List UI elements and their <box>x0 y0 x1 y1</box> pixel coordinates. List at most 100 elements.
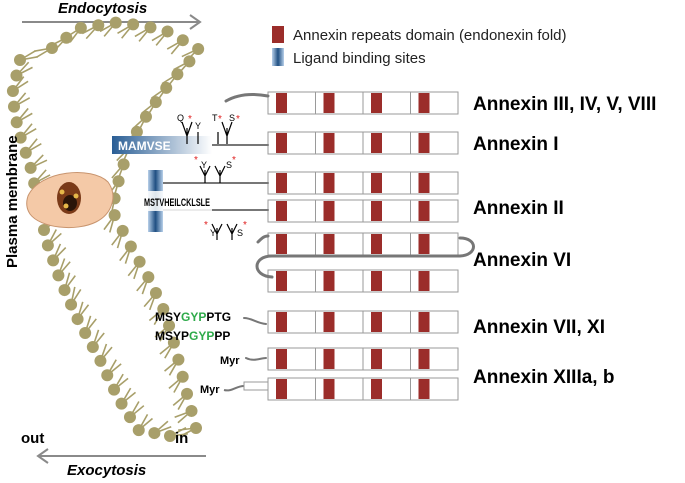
annexin7-sequence-1: MSYGYPPTG <box>155 310 231 324</box>
annexin-core-bar <box>267 171 459 195</box>
repeat-segment <box>315 131 364 155</box>
lipid-head <box>123 411 136 424</box>
annexin-repeat-domain <box>276 93 287 113</box>
plasma-membrane-label: Plasma membrane <box>4 135 21 268</box>
residue-s2: S <box>226 160 232 170</box>
annexin13b-extension <box>243 381 269 391</box>
annexin6-phospho-branches <box>211 223 238 240</box>
annexin-repeat-domain <box>418 201 430 221</box>
lipid-head <box>176 34 189 47</box>
lipid-head <box>19 146 32 159</box>
repeat-segment <box>410 171 459 195</box>
lipid-head <box>108 209 121 222</box>
lipid-head <box>185 404 198 417</box>
lipid-head <box>116 224 129 237</box>
phospho-star: * <box>204 220 208 231</box>
repeat-segment <box>315 171 364 195</box>
lipid-head <box>132 424 145 437</box>
lipid-head <box>163 319 176 332</box>
myr-label-a: Myr <box>220 355 240 367</box>
lipid-head <box>86 340 99 353</box>
annexin6-tail <box>256 234 270 244</box>
annexin-repeat-domain <box>418 349 430 369</box>
annexin-repeat-domain <box>276 271 287 291</box>
annexin-repeat-domain <box>323 133 335 153</box>
repeat-segment <box>410 131 459 155</box>
lipid-head <box>108 383 121 396</box>
annexin1-sequence: MAMVSE <box>118 139 171 153</box>
legend-repeat-swatch <box>272 26 284 43</box>
legend-ligand-swatch <box>272 48 284 66</box>
annexin-core-bar <box>267 377 459 401</box>
repeat-segment <box>362 377 411 401</box>
lipid-head <box>52 269 65 282</box>
repeat-segment <box>267 131 316 155</box>
annexin2-phospho-branches <box>199 165 226 183</box>
phospho-star: * <box>232 155 236 166</box>
annexin-repeat-domain <box>371 201 382 221</box>
annexin-repeat-domain <box>323 93 335 113</box>
annexin-repeat-domain <box>418 271 430 291</box>
exocytosis-label: Exocytosis <box>67 462 146 479</box>
lipid-head <box>167 336 180 349</box>
repeat-segment <box>362 91 411 115</box>
lipid-head <box>24 161 37 174</box>
repeat-segment <box>362 232 411 256</box>
phospho-star: * <box>188 114 192 125</box>
annexin-repeat-domain <box>276 234 287 254</box>
lipid-bilayer <box>6 16 205 442</box>
lipid-head <box>41 239 54 252</box>
annexin-repeat-domain <box>418 379 430 399</box>
annexin-core-bar <box>267 310 459 334</box>
annexin-repeat-domain <box>371 173 382 193</box>
annexin-core-bar <box>267 199 459 223</box>
annexin13a-tail <box>245 357 267 361</box>
repeat-segment <box>267 269 316 293</box>
annexin-6-label: Annexin VI <box>473 250 571 271</box>
lipid-head <box>94 354 107 367</box>
lipid-head <box>14 54 26 66</box>
repeat-segment <box>410 377 459 401</box>
lipid-head <box>14 131 27 144</box>
annexin-repeat-domain <box>371 349 382 369</box>
phospho-star: * <box>236 114 240 125</box>
annexin-repeat-domain <box>323 173 335 193</box>
annexin2-sequence: MSTVHEILCKLSLE <box>144 197 210 209</box>
annexin-1-label: Annexin I <box>473 134 559 155</box>
annexin-repeat-domain <box>276 173 287 193</box>
lipid-head <box>130 125 143 138</box>
annexin-repeat-domain <box>371 93 382 113</box>
annexin-core-bar <box>267 91 459 115</box>
exocytosis-arrow <box>36 448 206 464</box>
annexin-3-4-5-8-label: Annexin III, IV, V, VIII <box>473 94 656 115</box>
phospho-star: * <box>218 114 222 125</box>
lipid-head <box>176 370 189 383</box>
lipid-head <box>149 96 162 109</box>
repeat-segment <box>267 310 316 334</box>
annexin-repeat-domain <box>371 271 382 291</box>
repeat-segment <box>410 199 459 223</box>
phospho-star: * <box>194 155 198 166</box>
annexin-13-label: Annexin XIIIa, b <box>473 367 614 388</box>
residue-q: Q <box>177 113 184 123</box>
residue-t1: T <box>212 113 218 123</box>
lipid-head <box>65 298 78 311</box>
residue-y3: Y <box>210 228 216 238</box>
repeat-segment <box>315 347 364 371</box>
annexin-repeat-domain <box>371 379 382 399</box>
lipid-head <box>149 287 162 300</box>
lipid-head <box>6 85 19 98</box>
annexin-repeat-domain <box>276 133 287 153</box>
annexin-core-bar <box>267 347 459 371</box>
annexin-repeat-domain <box>418 234 430 254</box>
repeat-segment <box>315 91 364 115</box>
repeat-segment <box>410 232 459 256</box>
lipid-head <box>171 68 184 81</box>
lipid-head <box>38 224 51 237</box>
lipid-head <box>161 25 174 38</box>
lipid-head <box>157 303 170 316</box>
annexin-repeat-domain <box>323 201 335 221</box>
lipid-head <box>133 255 146 268</box>
repeat-segment <box>315 199 364 223</box>
